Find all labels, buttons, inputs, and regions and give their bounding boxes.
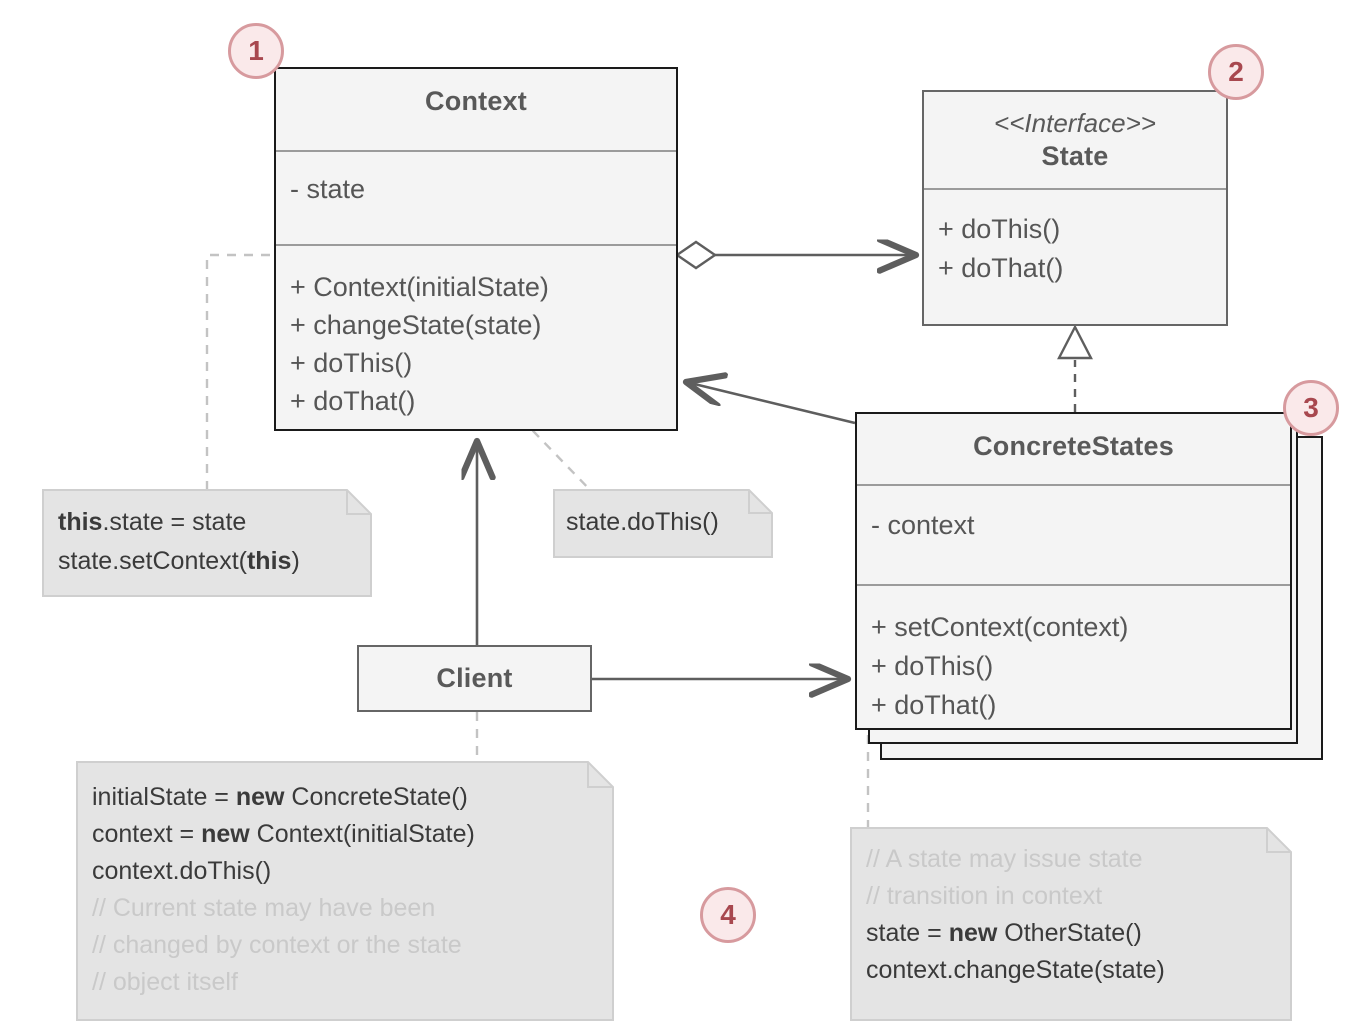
note-line: // changed by context or the state: [92, 931, 462, 959]
class-name-concrete-states: ConcreteStates: [973, 431, 1174, 461]
note-line: // transition in context: [866, 882, 1103, 910]
step-badge-1[interactable]: 1: [228, 23, 284, 79]
relationship-concretestates-realizes-state: [1057, 324, 1093, 412]
note-body: this.state = state state.setContext(this…: [42, 489, 372, 597]
attribute-row: - context: [871, 510, 975, 540]
note-delegate-call[interactable]: state.doThis(): [553, 489, 773, 558]
operation-row: + doThat(): [871, 690, 997, 720]
note-body: initialState = new ConcreteState() conte…: [76, 761, 614, 1021]
class-stereotype-state: <<Interface>>: [994, 108, 1156, 138]
class-name-state: State: [1041, 141, 1109, 171]
operation-row: + doThis(): [290, 348, 413, 378]
divider: [857, 584, 1290, 586]
context-operations: + Context(initialState) + changeState(st…: [276, 246, 676, 420]
note-line: context = new Context(initialState): [92, 820, 475, 848]
concrete-states-operations: + setContext(context) + doThis() + doTha…: [857, 586, 1290, 725]
note-line: // Current state may have been: [92, 894, 436, 922]
note-body: // A state may issue state // transition…: [850, 827, 1292, 1021]
hollow-triangle-icon: [1057, 324, 1093, 360]
operation-row: + Context(initialState): [290, 272, 549, 302]
note-line: // A state may issue state: [866, 845, 1143, 873]
note-client-code[interactable]: initialState = new ConcreteState() conte…: [76, 761, 614, 1021]
note-shape: [76, 761, 614, 1021]
divider: [857, 484, 1290, 486]
class-name-context: Context: [425, 86, 527, 116]
note-line: context.changeState(state): [866, 956, 1165, 984]
class-name-client: Client: [436, 663, 513, 693]
operation-row: + doThat(): [938, 253, 1064, 283]
operation-row: + changeState(state): [290, 310, 542, 340]
note-body: state.doThis(): [553, 489, 773, 558]
operation-row: + setContext(context): [871, 612, 1129, 642]
divider: [276, 244, 676, 246]
note-line: context.doThis(): [92, 857, 272, 885]
operation-row: + doThat(): [290, 386, 416, 416]
class-box-state[interactable]: <<Interface>> State + doThis() + doThat(…: [922, 90, 1228, 326]
note-line: initialState = new ConcreteState(): [92, 783, 468, 811]
step-badge-3[interactable]: 3: [1283, 380, 1339, 436]
note-line: state = new OtherState(): [866, 919, 1142, 947]
hollow-diamond-icon: [674, 240, 718, 270]
concrete-states-attributes: - context: [857, 486, 1290, 584]
note-shape: [850, 827, 1292, 1021]
operation-row: + doThis(): [938, 214, 1061, 244]
step-badge-4[interactable]: 4: [700, 887, 756, 943]
class-box-context[interactable]: Context - state + Context(initialState) …: [274, 67, 678, 431]
note-anchor-context-constructor: [205, 253, 272, 490]
note-shape: [42, 489, 372, 597]
note-line: state.doThis(): [566, 508, 719, 536]
operation-row: + doThis(): [871, 651, 994, 681]
relationship-concretestates-to-context: [686, 382, 856, 425]
divider: [276, 150, 676, 152]
class-box-client[interactable]: Client: [357, 645, 592, 712]
step-badge-2[interactable]: 2: [1208, 44, 1264, 100]
class-box-concrete-states[interactable]: ConcreteStates - context + setContext(co…: [855, 412, 1292, 730]
note-context-constructor[interactable]: this.state = state state.setContext(this…: [42, 489, 372, 597]
attribute-row: - state: [290, 174, 366, 204]
note-state-transition[interactable]: // A state may issue state // transition…: [850, 827, 1292, 1021]
note-line: this.state = state: [58, 508, 247, 536]
note-shape: [553, 489, 773, 558]
divider: [924, 188, 1226, 190]
note-line: // object itself: [92, 968, 238, 996]
context-attributes: - state: [276, 152, 676, 244]
relationship-context-aggregates-state: [674, 240, 916, 270]
note-line: state.setContext(this): [58, 547, 300, 575]
state-operations: + doThis() + doThat(): [924, 190, 1226, 288]
